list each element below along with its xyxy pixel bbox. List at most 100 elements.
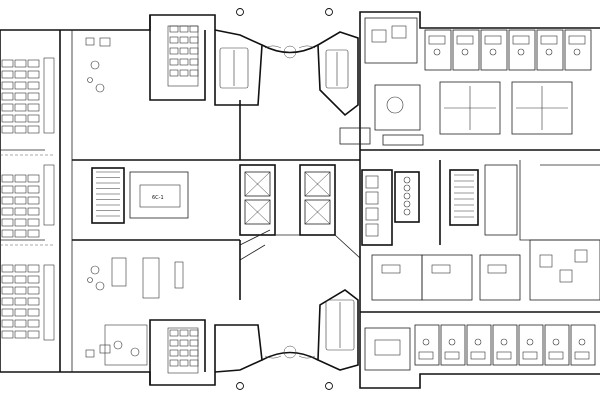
training-desk	[169, 36, 179, 44]
office-room	[414, 324, 440, 366]
classroom-seat	[27, 59, 40, 68]
training-desk	[189, 329, 199, 337]
restroom-stall	[365, 223, 379, 237]
office-desk	[484, 35, 502, 45]
classroom-seat	[27, 81, 40, 90]
classroom-seat	[14, 59, 27, 68]
classroom-seat	[27, 308, 40, 317]
office-chair	[552, 338, 560, 346]
classroom-seat	[27, 319, 40, 328]
classroom-seat	[1, 275, 14, 284]
office-desk	[456, 35, 474, 45]
office-room	[544, 324, 570, 366]
training-desk	[179, 359, 189, 367]
classroom-seat	[1, 185, 14, 194]
classroom-seat	[1, 207, 14, 216]
office-desk	[428, 35, 446, 45]
office-desk	[496, 351, 512, 360]
restroom-block	[361, 160, 479, 246]
classroom-seat	[14, 125, 27, 134]
classroom-seat	[27, 185, 40, 194]
classroom-seat	[27, 330, 40, 339]
training-desk	[189, 69, 199, 77]
training-desk	[189, 58, 199, 66]
office-chair	[422, 338, 430, 346]
classroom-seat	[1, 330, 14, 339]
right-workstations	[339, 30, 600, 372]
office-chair	[573, 48, 581, 56]
classroom-seat	[14, 229, 27, 238]
classroom-seat	[27, 286, 40, 295]
training-desk	[179, 69, 189, 77]
office-chair	[526, 338, 534, 346]
restroom-stall	[365, 207, 379, 221]
office-desk	[470, 351, 486, 360]
classroom-seat	[27, 207, 40, 216]
training-desk	[179, 58, 189, 66]
central-core: 6C-1	[72, 100, 361, 300]
sink	[403, 208, 411, 216]
office-room	[492, 324, 518, 366]
training-desk	[179, 339, 189, 347]
office-room	[452, 29, 480, 71]
sink	[403, 176, 411, 184]
office-room	[364, 327, 411, 371]
right-offices-top	[364, 17, 592, 71]
office-room	[466, 324, 492, 366]
classroom-seat	[14, 297, 27, 306]
training-desk	[169, 25, 179, 33]
training-desk	[189, 47, 199, 55]
classroom-seat	[14, 218, 27, 227]
office-chair	[474, 338, 482, 346]
office-desk	[548, 351, 564, 360]
training-desk	[179, 47, 189, 55]
training-desk	[189, 359, 199, 367]
classroom-seat	[27, 264, 40, 273]
classroom-seat	[14, 70, 27, 79]
classroom-seat	[14, 196, 27, 205]
classroom-seat	[27, 125, 40, 134]
left-wing-partitions	[0, 30, 73, 372]
column-markers	[236, 8, 333, 390]
classroom-seat	[27, 174, 40, 183]
classroom-seat	[1, 92, 14, 101]
training-desk	[169, 58, 179, 66]
classroom-seat	[14, 174, 27, 183]
office-chair	[545, 48, 553, 56]
office-chair	[500, 338, 508, 346]
classroom-seat	[1, 297, 14, 306]
conference-table	[374, 339, 401, 356]
classroom-seat	[1, 218, 14, 227]
office-room	[424, 29, 452, 71]
office-chair	[578, 338, 586, 346]
classroom-seat	[14, 308, 27, 317]
classroom-seat	[1, 125, 14, 134]
office-room	[508, 29, 536, 71]
classroom-seat	[27, 196, 40, 205]
office-chair	[448, 338, 456, 346]
office-room	[364, 17, 418, 64]
right-offices-bottom	[364, 324, 596, 371]
classroom-seat	[14, 92, 27, 101]
classroom-seat	[27, 275, 40, 284]
sink	[403, 192, 411, 200]
training-desk	[179, 349, 189, 357]
center-bays	[261, 31, 359, 371]
right-mid-offices	[371, 160, 600, 301]
training-desk	[189, 36, 199, 44]
restroom-stall	[365, 175, 379, 189]
classroom-seat	[14, 103, 27, 112]
training-desk	[169, 339, 179, 347]
office-desk	[512, 35, 530, 45]
classroom-seat	[27, 297, 40, 306]
classroom-seat	[1, 114, 14, 123]
classroom-seat	[1, 196, 14, 205]
office-room	[480, 29, 508, 71]
classroom-seat	[27, 92, 40, 101]
classroom-seat	[1, 308, 14, 317]
left-seating-blocks	[1, 59, 40, 339]
sink	[403, 200, 411, 208]
training-desk	[169, 359, 179, 367]
office-desk	[574, 351, 590, 360]
